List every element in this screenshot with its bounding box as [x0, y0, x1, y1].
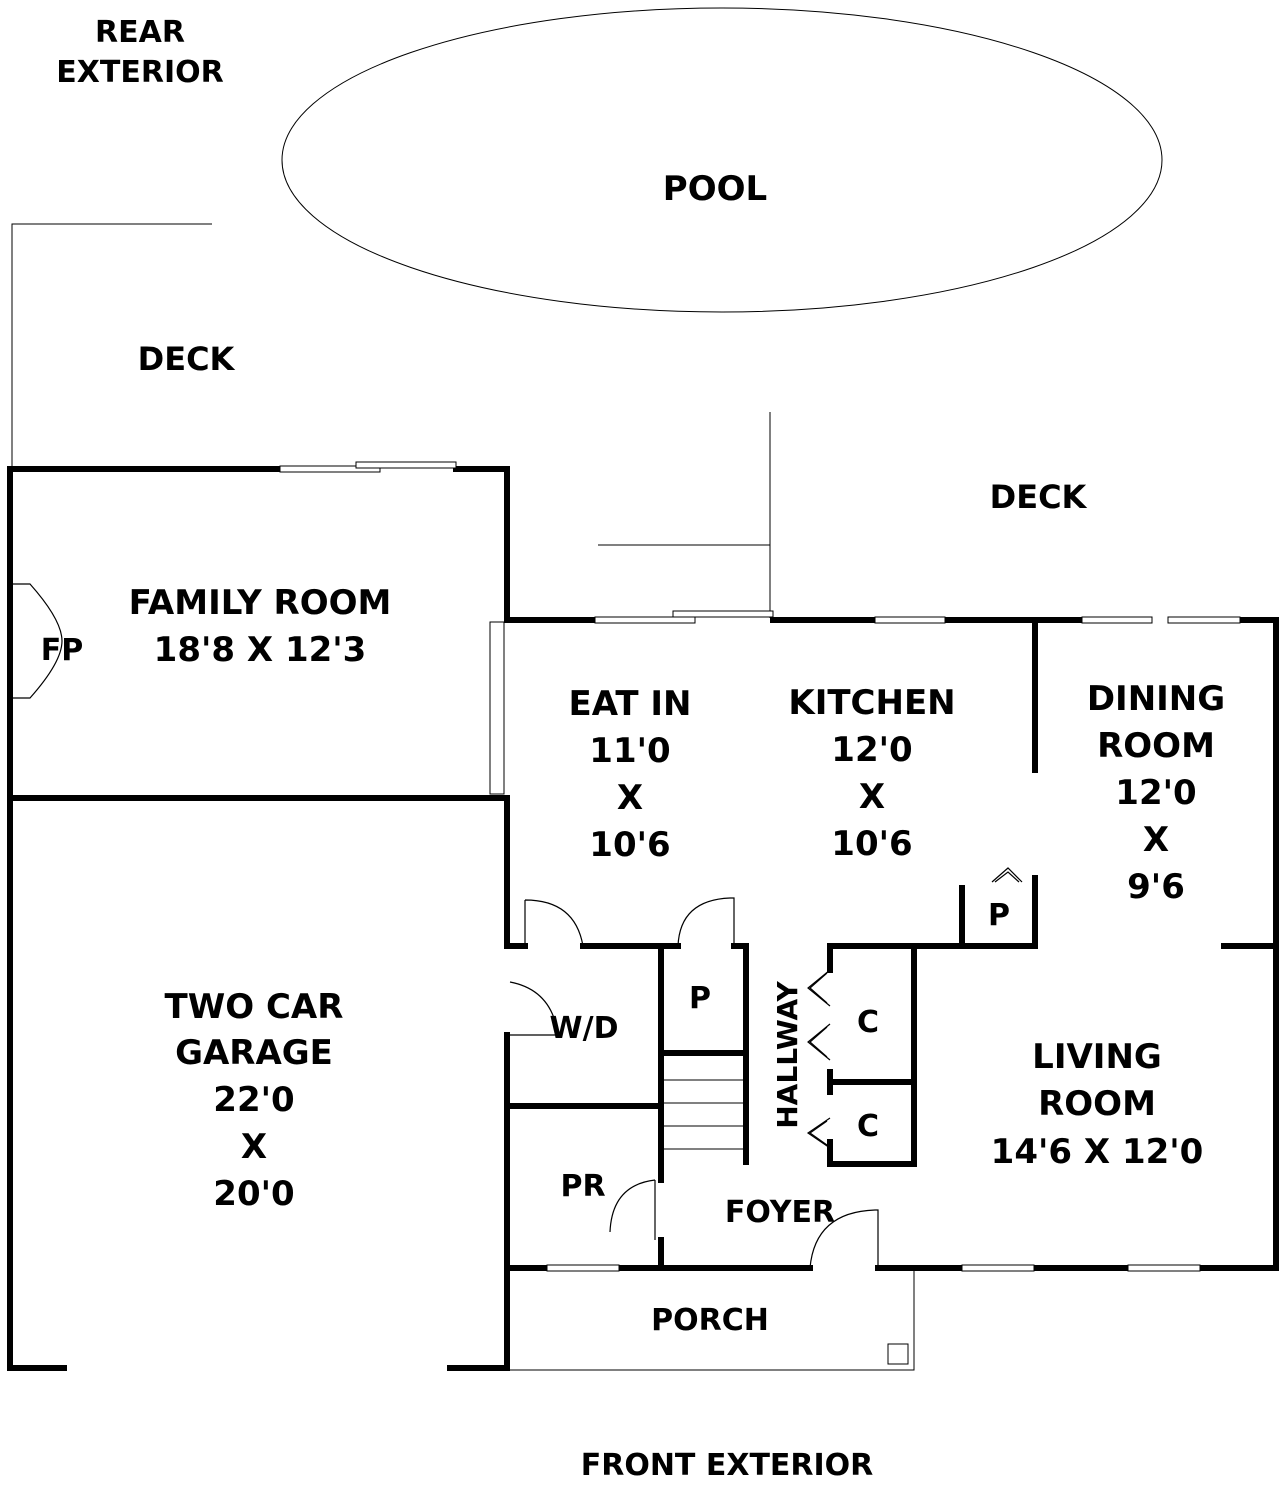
eat-in-size: 10'6: [589, 825, 670, 865]
kitchen-label: KITCHEN: [788, 683, 955, 723]
family-room-size: 18'8 X 12'3: [154, 630, 367, 670]
windows: [279, 461, 1241, 1272]
deck-right-label: DECK: [990, 478, 1088, 516]
dining-room-size: 12'0: [1115, 773, 1196, 813]
kitchen-size: X: [859, 777, 885, 817]
rear-exterior-label: EXTERIOR: [56, 55, 223, 90]
walls: [7, 466, 1279, 1371]
deck-left-outline: [11, 223, 212, 468]
foyer-label: FOYER: [725, 1195, 835, 1230]
living-room-label: LIVING: [1032, 1037, 1162, 1077]
kitchen-size: 10'6: [831, 824, 912, 864]
fireplace-icon: [13, 583, 63, 699]
hallway-label: HALLWAY: [771, 981, 804, 1129]
dining-room-size: 9'6: [1127, 867, 1185, 907]
eat-in-label: EAT IN: [568, 684, 691, 724]
garage-size: 20'0: [213, 1174, 294, 1214]
eat-in-size: X: [617, 778, 643, 818]
powder-room-label: PR: [560, 1169, 605, 1204]
garage-label: GARAGE: [175, 1033, 333, 1073]
living-room-size: 14'6 X 12'0: [991, 1132, 1204, 1172]
pantry-kitchen-label: P: [988, 898, 1010, 933]
pool-outline: [281, 7, 1163, 313]
eat-in-size: 11'0: [589, 731, 670, 771]
dining-room-label: ROOM: [1097, 726, 1215, 766]
garage-label: TWO CAR: [165, 987, 344, 1027]
doors: [509, 867, 1023, 1269]
pool-label: POOL: [663, 169, 767, 209]
stairs: [661, 1079, 746, 1150]
family-room-label: FAMILY ROOM: [129, 583, 392, 623]
garage-size: 22'0: [213, 1080, 294, 1120]
closet-upper-label: C: [857, 1005, 879, 1040]
garage-size: X: [241, 1127, 267, 1167]
porch-outline: [510, 1268, 915, 1371]
rear-exterior-label: REAR: [95, 15, 185, 50]
front-exterior-label: FRONT EXTERIOR: [581, 1448, 874, 1483]
living-room-label: ROOM: [1038, 1084, 1156, 1124]
laundry-label: W/D: [550, 1011, 619, 1046]
deck-left-label: DECK: [138, 340, 236, 378]
dining-room-label: DINING: [1087, 679, 1225, 719]
pantry-hall-label: P: [689, 981, 711, 1016]
fireplace-label: FP: [41, 633, 83, 668]
kitchen-size: 12'0: [831, 730, 912, 770]
closet-lower-label: C: [857, 1109, 879, 1144]
porch-label: PORCH: [651, 1303, 769, 1338]
dining-room-size: X: [1143, 820, 1169, 860]
